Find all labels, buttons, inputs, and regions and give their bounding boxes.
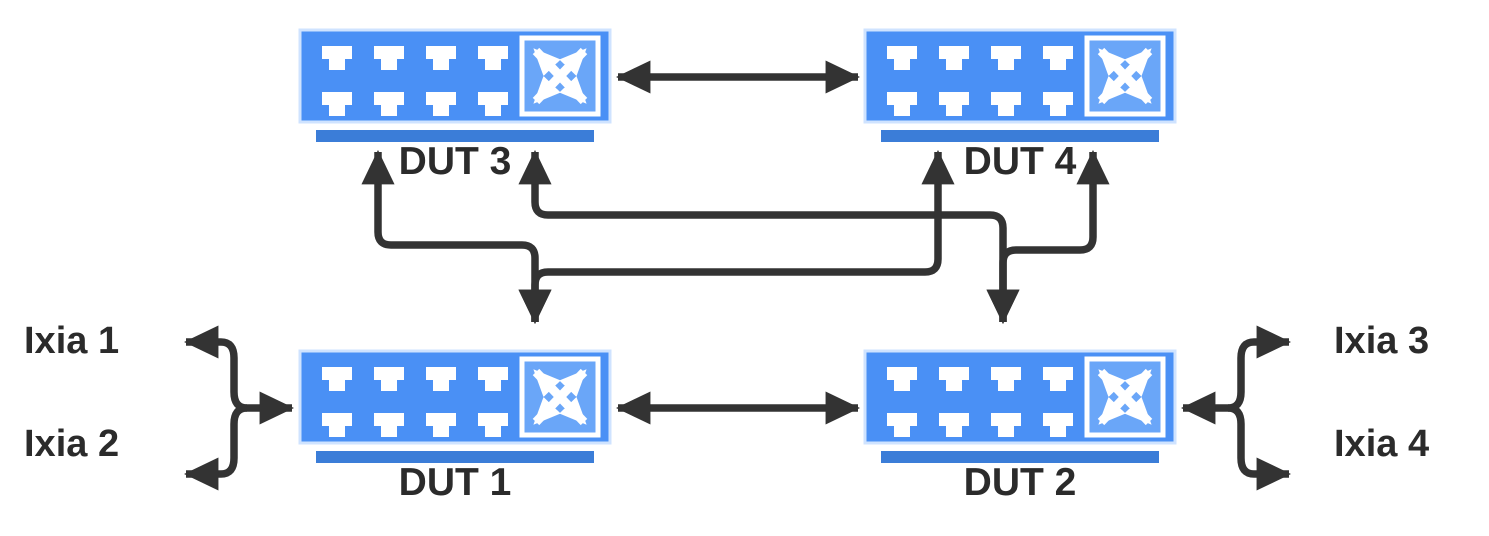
link-ixia4-dut2: [1227, 404, 1292, 491]
rj45-port-icon: [939, 46, 969, 70]
device-dut4[interactable]: [863, 28, 1177, 142]
rj45-port-icon: [426, 413, 456, 437]
rj45-port-icon: [322, 413, 352, 437]
device-dut2[interactable]: [863, 349, 1177, 463]
rj45-port-icon: [374, 92, 404, 116]
endpoint-label-ixia3: Ixia 3: [1334, 320, 1430, 362]
rj45-port-icon: [939, 92, 969, 116]
rj45-port-icon: [991, 92, 1021, 116]
link-ixia1-dut1: [183, 325, 248, 412]
rj45-port-icon: [322, 46, 352, 70]
rj45-port-icon: [322, 367, 352, 391]
rj45-port-icon: [478, 92, 508, 116]
device-base-bar: [316, 451, 594, 463]
device-dut3[interactable]: [298, 28, 612, 142]
link-ixia2-dut1: [183, 404, 248, 491]
rj45-port-icon: [887, 367, 917, 391]
rj45-port-icon: [1043, 413, 1073, 437]
rj45-port-icon: [991, 413, 1021, 437]
device-dut1[interactable]: [298, 349, 612, 463]
device-base-bar: [881, 451, 1159, 463]
rj45-port-icon: [478, 46, 508, 70]
crossover-switch-icon: [519, 356, 601, 438]
endpoint-label-ixia2: Ixia 2: [24, 423, 120, 465]
endpoint-label-ixia4: Ixia 4: [1334, 423, 1430, 465]
link-ixia3-dut2: [1227, 325, 1292, 412]
rj45-port-icon: [1043, 92, 1073, 116]
crossover-switch-icon: [1084, 356, 1166, 438]
device-label-dut3: DUT 3: [398, 140, 512, 183]
rj45-port-icon: [478, 413, 508, 437]
device-label-dut4: DUT 4: [963, 140, 1077, 183]
rj45-port-icon: [322, 92, 352, 116]
rj45-port-icon: [374, 46, 404, 70]
crossover-switch-icon: [1084, 35, 1166, 117]
rj45-port-icon: [374, 367, 404, 391]
rj45-port-icon: [426, 367, 456, 391]
rj45-port-icon: [991, 46, 1021, 70]
endpoint-label-ixia1: Ixia 1: [24, 320, 120, 362]
device-layer: [298, 28, 1177, 463]
rj45-port-icon: [478, 367, 508, 391]
rj45-port-icon: [426, 92, 456, 116]
rj45-port-icon: [887, 92, 917, 116]
rj45-port-icon: [426, 46, 456, 70]
device-label-dut2: DUT 2: [963, 461, 1077, 504]
rj45-port-icon: [939, 413, 969, 437]
rj45-port-icon: [887, 413, 917, 437]
device-label-dut1: DUT 1: [398, 461, 512, 504]
link-dut1-dut4: [518, 149, 955, 325]
rj45-port-icon: [939, 367, 969, 391]
link-dut2-dut4: [986, 149, 1110, 325]
rj45-port-icon: [374, 413, 404, 437]
device-base-bar: [881, 130, 1159, 142]
crossover-switch-icon: [519, 35, 601, 117]
rj45-port-icon: [887, 46, 917, 70]
link-layer: [183, 60, 1292, 491]
device-base-bar: [316, 130, 594, 142]
rj45-port-icon: [1043, 46, 1073, 70]
rj45-port-icon: [1043, 367, 1073, 391]
rj45-port-icon: [991, 367, 1021, 391]
